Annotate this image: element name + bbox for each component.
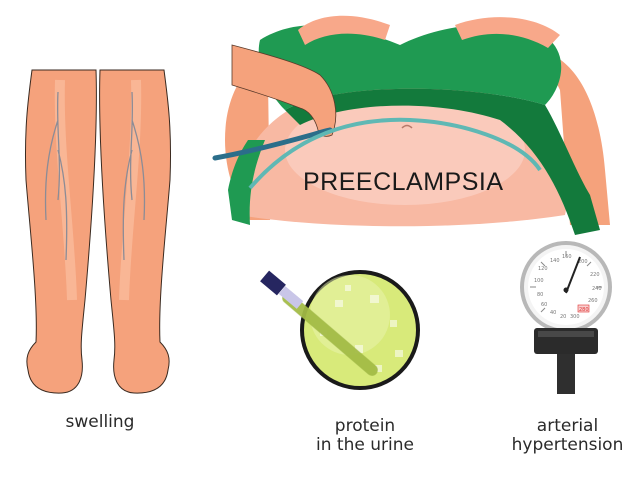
svg-text:120: 120 [538, 266, 548, 272]
svg-text:280: 280 [579, 307, 589, 313]
arterial-hypertension-label: arterial hypertension [511, 416, 624, 455]
svg-text:260: 260 [588, 298, 598, 304]
svg-text:80: 80 [537, 292, 543, 298]
svg-text:140: 140 [550, 258, 560, 264]
svg-text:60: 60 [541, 302, 547, 308]
svg-text:40: 40 [550, 310, 556, 316]
svg-text:200: 200 [578, 259, 588, 265]
svg-text:240: 240 [592, 286, 602, 292]
swelling-label: swelling [65, 412, 135, 432]
svg-text:300: 300 [570, 314, 580, 320]
svg-text:220: 220 [590, 272, 600, 278]
svg-text:160: 160 [562, 254, 572, 260]
protein-in-urine-label: protein in the urine [316, 416, 414, 455]
svg-text:100: 100 [534, 278, 544, 284]
svg-text:20: 20 [560, 314, 566, 320]
preeclampsia-title: PREECLAMPSIA [303, 168, 504, 196]
